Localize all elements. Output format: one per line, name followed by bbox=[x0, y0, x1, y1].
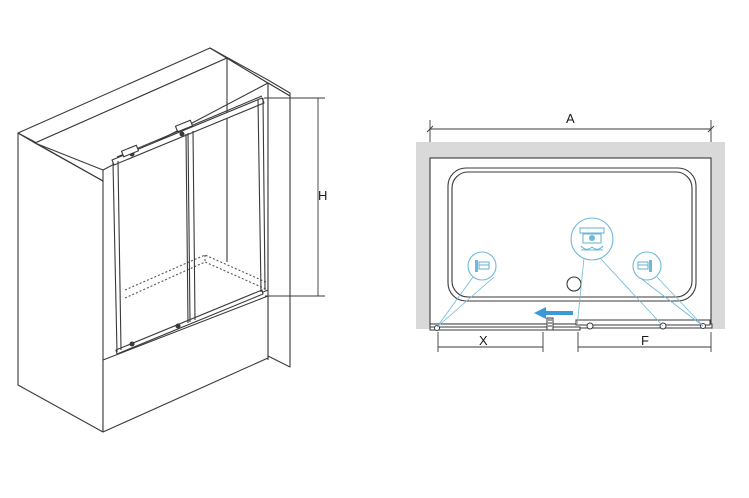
height-dimension bbox=[264, 97, 325, 297]
plan-back-wall bbox=[416, 142, 725, 158]
slide-direction-arrow bbox=[534, 307, 573, 319]
plan-view: A X bbox=[416, 111, 725, 352]
detail-callout-center bbox=[570, 217, 614, 261]
height-label: H bbox=[318, 188, 327, 203]
door-track bbox=[429, 317, 713, 331]
right-side-wall bbox=[711, 142, 725, 329]
detail-callout-left bbox=[467, 251, 497, 281]
isometric-view bbox=[17, 47, 325, 433]
left-wall bbox=[17, 47, 228, 433]
sliding-door bbox=[111, 95, 266, 355]
f-label: F bbox=[641, 333, 649, 348]
callout-leaders bbox=[436, 257, 704, 328]
bathtub-plan bbox=[429, 157, 712, 325]
x-label: X bbox=[479, 333, 488, 348]
width-dimension bbox=[426, 120, 715, 142]
left-side-wall bbox=[416, 142, 430, 329]
width-label: A bbox=[566, 111, 575, 126]
x-dimension bbox=[437, 332, 544, 352]
detail-callout-right bbox=[632, 251, 662, 281]
bathtub bbox=[102, 254, 269, 433]
f-dimension bbox=[577, 332, 712, 352]
